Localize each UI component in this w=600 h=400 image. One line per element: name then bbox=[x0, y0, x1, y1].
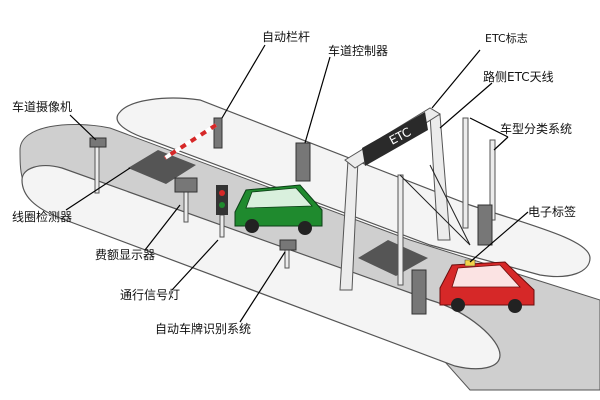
traffic-light-green bbox=[219, 202, 225, 208]
classifier-pole-1 bbox=[462, 117, 469, 229]
fee-display-screen bbox=[174, 177, 198, 193]
plate-camera-pole bbox=[284, 249, 290, 269]
plate-camera-body bbox=[279, 239, 297, 251]
red-car bbox=[439, 259, 535, 313]
roadside-pillar bbox=[411, 269, 427, 315]
label-lane-controller: 车道控制器 bbox=[328, 44, 389, 58]
fee-display-pole bbox=[183, 189, 189, 223]
label-vehicle-classifier: 车型分类系统 bbox=[500, 122, 573, 136]
antenna-beam-lines bbox=[399, 164, 471, 246]
lane-camera-pole bbox=[94, 144, 100, 194]
barrier-post bbox=[213, 117, 223, 149]
label-plate-recognition: 自动车牌识别系统 bbox=[155, 322, 252, 336]
green-car bbox=[234, 184, 323, 235]
label-fee-display: 费额显示器 bbox=[95, 248, 156, 262]
traffic-light-pole bbox=[219, 214, 225, 238]
classifier-box bbox=[477, 204, 493, 246]
loop-detector-pad-1 bbox=[128, 150, 196, 184]
traffic-light-housing bbox=[216, 185, 228, 215]
barrier-arm-stripes bbox=[163, 123, 218, 160]
label-roadside-antenna: 路侧ETC天线 bbox=[483, 70, 554, 84]
lane-controller-cabinet bbox=[295, 142, 311, 182]
label-loop-detector: 线圈检测器 bbox=[12, 210, 73, 224]
traffic-light-red bbox=[219, 190, 225, 196]
label-traffic-light: 通行信号灯 bbox=[120, 288, 181, 302]
label-auto-barrier: 自动栏杆 bbox=[262, 30, 311, 44]
loop-detector-pad-2 bbox=[358, 240, 428, 276]
label-etc-sign: ETC标志 bbox=[485, 32, 528, 45]
electronic-tag-marker bbox=[464, 259, 476, 267]
lane-camera-body bbox=[89, 137, 107, 148]
leader-lines bbox=[65, 44, 529, 323]
antenna-pole bbox=[397, 174, 404, 286]
lower-island bbox=[21, 165, 501, 370]
label-electronic-tag: 电子标签 bbox=[528, 205, 577, 219]
etc-gantry-sign bbox=[362, 112, 428, 166]
label-lane-camera: 车道摄像机 bbox=[12, 100, 73, 114]
